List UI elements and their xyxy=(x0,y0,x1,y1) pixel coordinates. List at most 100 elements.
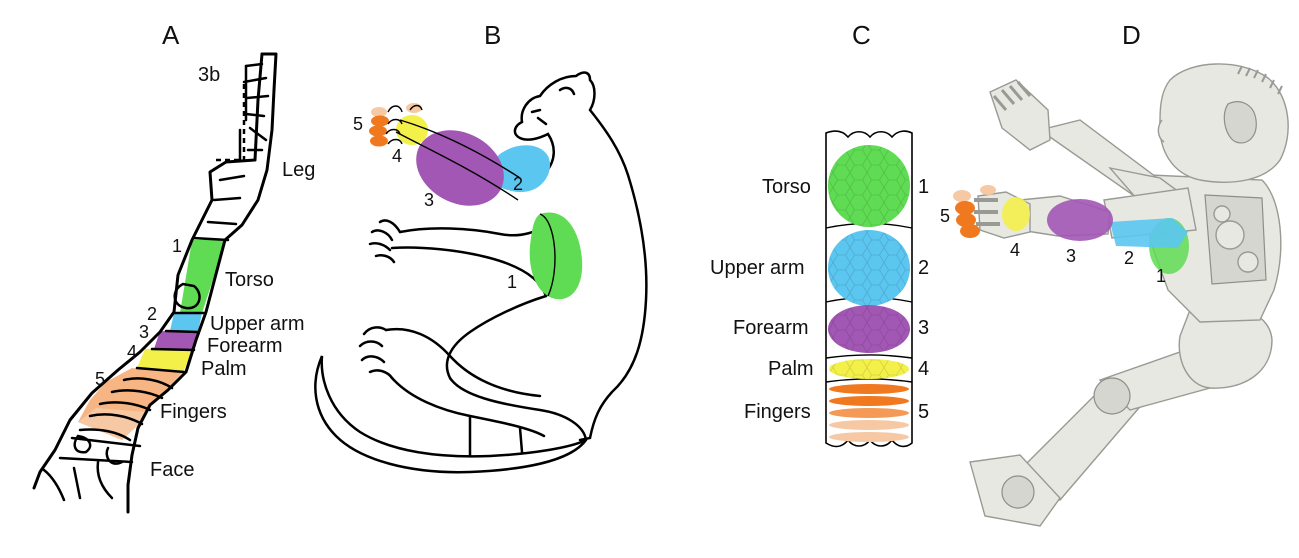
number-1-b: 1 xyxy=(507,272,517,292)
robot-torso-gear-1 xyxy=(1215,220,1245,250)
robot-knee xyxy=(1093,377,1131,415)
finger-tip-4-b xyxy=(370,135,388,147)
finger-tip-3-b xyxy=(369,125,387,137)
robot-head xyxy=(1159,63,1289,183)
label-leg: Leg xyxy=(282,159,315,181)
robot-ankle xyxy=(1001,475,1035,509)
monkey-leg-inner xyxy=(384,327,542,398)
panel-b-letter: B xyxy=(484,20,501,50)
panel-d-letter: D xyxy=(1122,20,1141,50)
taxel-finger-1 xyxy=(829,384,909,394)
taxel-forearm-mesh xyxy=(828,305,910,353)
number-4-a: 4 xyxy=(127,342,137,362)
forearm-patch-b xyxy=(416,130,504,206)
finger-outline-b xyxy=(385,104,423,145)
label-torso-a: Torso xyxy=(225,269,274,291)
number-1-a: 1 xyxy=(172,236,182,256)
panel-a: A 3b Leg Torso Upper arm Forearm Palm xyxy=(32,20,315,514)
taxel-finger-2 xyxy=(829,396,909,406)
monkey-upper-arm-regions xyxy=(369,103,583,300)
number-3-c: 3 xyxy=(918,317,929,339)
monkey-outline xyxy=(314,71,648,474)
number-5-c: 5 xyxy=(918,401,929,423)
label-fingers-c: Fingers xyxy=(744,401,811,423)
number-5-d: 5 xyxy=(940,206,950,226)
number-1-d: 1 xyxy=(1156,266,1166,286)
label-3b: 3b xyxy=(198,64,220,86)
number-2-d: 2 xyxy=(1124,248,1134,268)
upper-arm-region xyxy=(170,313,202,332)
upper-arm-patch-d xyxy=(1110,218,1188,248)
robot-head-vents xyxy=(1237,65,1283,95)
taxel-palm-mesh xyxy=(829,359,909,379)
number-4-c: 4 xyxy=(918,358,929,380)
arm-boundaries xyxy=(135,311,206,374)
robot-ear xyxy=(1223,101,1257,144)
number-2-c: 2 xyxy=(918,257,929,279)
finger-tip-5-b xyxy=(406,103,422,113)
taxel-upper-arm-mesh xyxy=(828,230,910,306)
monkey-lower-arm-bottom xyxy=(390,246,548,298)
leg-segment-lines xyxy=(191,62,270,242)
monkey-back xyxy=(520,71,648,442)
palm-patch-d xyxy=(1002,197,1030,231)
robot-torso-gear-3 xyxy=(1213,205,1231,223)
label-forearm-c: Forearm xyxy=(733,317,809,339)
number-3-a: 3 xyxy=(139,322,149,342)
label-upper-arm-a: Upper arm xyxy=(210,313,304,335)
area-3b-dashed-border xyxy=(216,84,246,162)
label-torso-c: Torso xyxy=(762,176,811,198)
finger-tip-2-d xyxy=(955,201,975,215)
number-4-b: 4 xyxy=(392,146,402,166)
finger-lines xyxy=(78,377,174,442)
finger-tip-3-d xyxy=(956,213,976,227)
robot-front-fingers xyxy=(974,198,1000,226)
taxel-finger-4 xyxy=(829,420,909,430)
taxel-torso-mesh xyxy=(828,145,910,227)
panel-c-letter: C xyxy=(852,20,871,50)
number-1-c: 1 xyxy=(918,176,929,198)
monkey-leg-lines xyxy=(468,414,524,458)
number-3-d: 3 xyxy=(1066,246,1076,266)
panel-c: C Torso Upper arm Forearm Palm Fingers 1… xyxy=(710,20,929,448)
monkey-lower-arm xyxy=(398,220,550,237)
robot-back-fingers xyxy=(992,81,1032,111)
finger-tip-2-b xyxy=(371,115,389,127)
monkey-face xyxy=(513,120,555,174)
upper-arm-patch-b xyxy=(489,145,551,193)
finger-tip-1-b xyxy=(371,107,387,117)
torso-patch-line xyxy=(539,213,556,297)
number-2-b: 2 xyxy=(513,174,523,194)
finger-tip-5-d xyxy=(980,185,996,195)
panel-a-letter: A xyxy=(162,20,180,50)
monkey-leg-upper xyxy=(445,294,588,442)
homunculus-right-edge xyxy=(126,52,278,514)
label-forearm-a: Forearm xyxy=(207,335,283,357)
finger-tip-1-d xyxy=(953,190,971,202)
panel-d: D xyxy=(940,20,1289,527)
palm-region xyxy=(137,349,193,372)
number-5-a: 5 xyxy=(95,369,105,389)
label-face: Face xyxy=(150,459,194,481)
monkey-tail xyxy=(314,355,588,474)
panel-b: B 5 xyxy=(314,20,648,474)
finger-tip-4-d xyxy=(960,224,980,238)
robot-illustration xyxy=(953,63,1289,527)
forearm-patch-d xyxy=(1047,199,1113,241)
monkey-lower-hand xyxy=(368,219,402,264)
robot-face xyxy=(1157,119,1165,143)
taxel-finger-5 xyxy=(829,432,909,442)
number-2-a: 2 xyxy=(147,304,157,324)
torso-hole xyxy=(173,282,201,310)
monkey-foot xyxy=(358,326,394,380)
monkey-face-details xyxy=(530,86,576,126)
label-fingers-a: Fingers xyxy=(160,401,227,423)
forearm-region xyxy=(154,331,198,350)
label-palm-a: Palm xyxy=(201,358,247,380)
torso-patch-b xyxy=(529,212,583,300)
face-detail-lines xyxy=(42,460,114,502)
label-upper-arm-c: Upper arm xyxy=(710,257,804,279)
taxel-finger-3 xyxy=(829,408,909,418)
